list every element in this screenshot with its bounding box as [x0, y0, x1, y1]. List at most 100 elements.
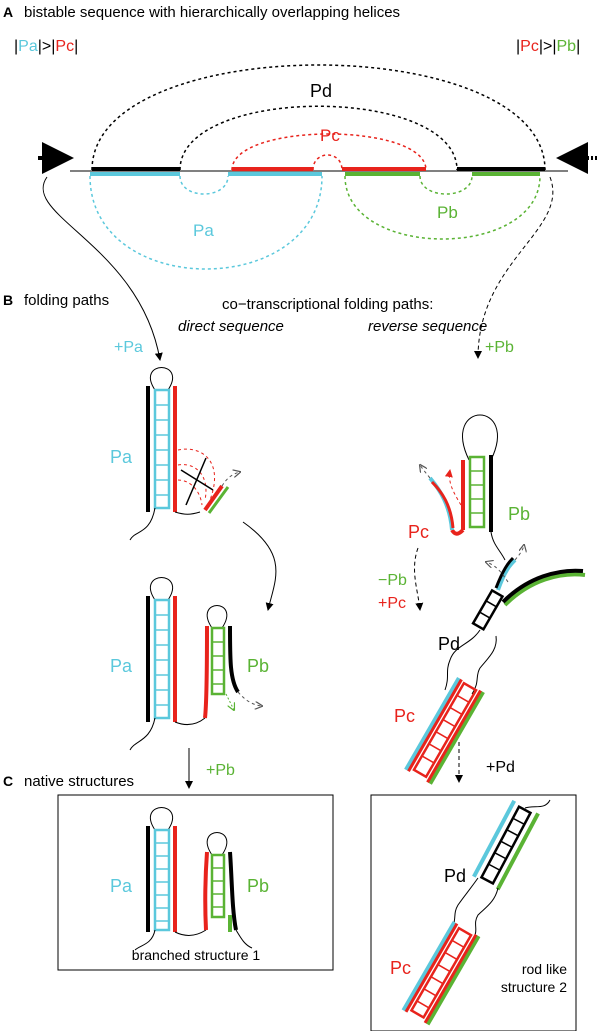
panel-a: A bistable sequence with hierarchically … [3, 4, 597, 361]
loop-pa [149, 577, 174, 601]
pa-rungs [155, 404, 169, 496]
pb-ladder [210, 853, 226, 919]
pc-tail-red [203, 484, 224, 512]
linker [174, 717, 206, 726]
bulge-right [471, 887, 499, 941]
reverse-sequence: reverse sequence [368, 318, 487, 335]
pc-tail [430, 480, 455, 529]
box-rod [370, 794, 577, 1031]
structure-rod: Pd Pc [390, 799, 551, 1026]
structure-b-left-2: Pa Pb [110, 577, 269, 751]
pb-arc [344, 175, 541, 240]
connector-reverse [474, 176, 554, 359]
tail [129, 507, 156, 541]
pd-strand-2 [228, 625, 240, 694]
arrow-left-1-to-2 [242, 521, 277, 611]
connector-direct [42, 176, 163, 361]
label-pc-c: Pc [390, 958, 411, 978]
label-pa-b1: Pa [110, 447, 133, 467]
label-plus-pb: +Pb [485, 339, 514, 356]
label-pb-c: Pb [247, 876, 269, 896]
loop-pb [206, 605, 228, 629]
red-arrow [444, 469, 462, 506]
label-plus-pb-2: +Pb [206, 762, 235, 779]
caption-rod-1: rod like [522, 961, 567, 977]
label-pa: Pa [193, 221, 214, 240]
label-pb-r1: Pb [508, 504, 530, 524]
arrow-right-1-to-2 [414, 547, 424, 611]
label-pd: Pd [310, 81, 332, 101]
growth-arrow [221, 472, 240, 487]
pd-outer-arc [91, 64, 546, 171]
attempt-3 [177, 479, 203, 506]
pb-ladder [210, 626, 226, 696]
pa-small-arc [179, 175, 229, 195]
panel-a-title: bistable sequence with hierarchically ov… [24, 4, 400, 21]
pb-tail-green [207, 486, 230, 514]
pd-ladder-group [471, 588, 505, 632]
direct-sequence: direct sequence [178, 318, 284, 335]
label-pb-b2: Pb [247, 656, 269, 676]
panel-c: C native structures [3, 773, 577, 1031]
pc-ladder-group [404, 676, 485, 785]
bulge-left [444, 629, 481, 691]
loop [149, 367, 174, 391]
pb-rungs [470, 470, 484, 514]
pc-bend [450, 528, 465, 536]
panel-a-letter: A [3, 4, 13, 20]
condition-left: |Pa|>|Pc| [14, 38, 78, 55]
pa-ladder [153, 598, 171, 720]
structure-b-left-1: Pa [110, 367, 240, 541]
pc-arc [231, 133, 427, 171]
caption-rod-2: structure 2 [501, 979, 567, 995]
green-arrow [225, 693, 234, 710]
pa-ladder [153, 828, 171, 932]
block-line-1 [185, 457, 207, 506]
pc-strand-2 [203, 851, 209, 931]
panel-b-title: folding paths [24, 292, 109, 309]
structure-b-right-2: Pd Pc [394, 545, 586, 785]
pb-strand-right [503, 572, 586, 607]
linker [174, 929, 207, 936]
label-pb: Pb [437, 203, 458, 222]
tail-top [524, 799, 551, 809]
label-plus-pd: +Pd [486, 759, 515, 776]
structure-branched: Pa Pb [110, 807, 269, 951]
pd-strand-right [501, 568, 584, 604]
panel-c-title: native structures [24, 773, 134, 790]
pb-rungs [212, 867, 224, 908]
label-pa-c: Pa [110, 876, 133, 896]
label-plus-pc: +Pc [378, 595, 406, 612]
growth-arrow [420, 465, 431, 479]
pb-rungs [212, 641, 224, 685]
pa-strand-top [496, 558, 517, 591]
panel-b-letter: B [3, 292, 13, 308]
tail-left [134, 929, 156, 951]
pb-small-arc [419, 175, 473, 195]
label-pd-c: Pd [444, 866, 466, 886]
pd-ladder-group [472, 799, 540, 891]
label-minus-pb: −Pb [378, 572, 407, 589]
tail [129, 717, 156, 751]
pc-ladder-group [401, 921, 481, 1026]
pa-rungs [155, 614, 169, 706]
pc-small-arc [312, 154, 343, 171]
bulge-right [471, 635, 497, 695]
loop-pa [149, 807, 174, 831]
linker [174, 511, 201, 515]
loop [462, 414, 498, 461]
pa-ladder [153, 388, 171, 510]
pd-strand-2 [228, 851, 238, 931]
label-pa-b2: Pa [110, 656, 133, 676]
label-pc-r2: Pc [394, 706, 415, 726]
condition-right: |Pc|>|Pb| [516, 38, 580, 55]
pd-inner-arc [179, 105, 458, 171]
loop-pb [206, 832, 228, 856]
pc-strand-2 [203, 625, 209, 719]
caption-branched: branched structure 1 [132, 947, 261, 963]
pd-strand-top [494, 556, 515, 589]
panel-b: B folding paths co−transcriptional foldi… [3, 292, 586, 789]
panel-c-letter: C [3, 773, 13, 789]
tail [490, 531, 506, 561]
